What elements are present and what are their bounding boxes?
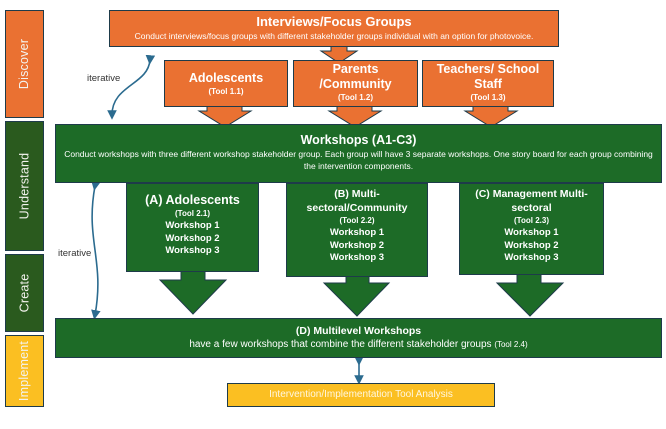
phase-create: Create xyxy=(5,254,44,332)
group-a-workshop-1: Workshop 1 xyxy=(165,220,220,231)
callout-group-c: (C) Management Multi- sectoral (Tool 2.3… xyxy=(459,183,604,275)
multilevel-title: (D) Multilevel Workshops xyxy=(295,325,422,337)
callout-adolescents-tool: (Tool 1.1) xyxy=(208,87,244,96)
interviews-focus-groups-box: Interviews/Focus Groups Conduct intervie… xyxy=(109,10,559,47)
iterative-label-1: iterative xyxy=(87,73,121,84)
iterative-arrow-understand-create xyxy=(91,180,101,320)
phase-implement: Implement xyxy=(5,335,44,407)
group-c-title-line2: sectoral xyxy=(511,202,552,214)
callout-parents-title-line2: /Community xyxy=(319,77,392,91)
group-a-tool: (Tool 2.1) xyxy=(175,209,210,218)
workshops-title: Workshops (A1-C3) xyxy=(300,133,417,147)
group-c-workshop-2: Workshop 2 xyxy=(504,239,559,251)
callout-adolescents-title: Adolescents xyxy=(188,71,264,85)
group-b-tool: (Tool 2.2) xyxy=(339,216,375,225)
group-b-title-line2: sectoral/Community xyxy=(306,202,408,214)
callout-adolescents: Adolescents (Tool 1.1) xyxy=(164,60,288,107)
analysis-label: Intervention/Implementation Tool Analysi… xyxy=(269,389,453,400)
group-c-workshop-1: Workshop 1 xyxy=(504,227,559,238)
group-b-title-line1: (B) Multi- xyxy=(334,188,380,200)
phase-discover: Discover xyxy=(5,10,44,118)
callout-teachers-title-line1: Teachers/ School xyxy=(436,62,540,76)
arrow-group-b-down xyxy=(322,274,391,317)
group-c-title-line1: (C) Management Multi- xyxy=(475,188,588,200)
workshops-box: Workshops (A1-C3) Conduct workshops with… xyxy=(55,124,662,183)
analysis-box: Intervention/Implementation Tool Analysi… xyxy=(227,383,495,407)
interviews-description: Conduct interviews/focus groups with dif… xyxy=(134,31,534,41)
callout-parents-title-line1: Parents xyxy=(332,62,379,76)
callout-teachers-title-line2: Staff xyxy=(474,77,502,91)
callout-parents-tool: (Tool 1.2) xyxy=(338,93,373,102)
workshops-description: Conduct workshops with three different w… xyxy=(64,149,653,171)
callout-group-b: (B) Multi- sectoral/Community (Tool 2.2)… xyxy=(286,183,428,277)
multilevel-tool: (Tool 2.4) xyxy=(494,340,528,349)
iterative-label-2: iterative xyxy=(58,248,92,259)
group-b-workshop-2: Workshop 2 xyxy=(329,239,385,251)
group-b-workshop-1: Workshop 1 xyxy=(329,227,385,238)
arrow-group-a-down xyxy=(158,269,228,315)
callout-parents-community: Parents /Community (Tool 1.2) xyxy=(293,60,418,107)
multilevel-description: have a few workshops that combine the di… xyxy=(189,339,492,350)
group-a-workshop-2: Workshop 2 xyxy=(165,232,220,244)
interviews-title: Interviews/Focus Groups xyxy=(256,14,412,29)
group-c-workshop-3: Workshop 3 xyxy=(504,252,559,263)
callout-teachers-tool: (Tool 1.3) xyxy=(470,93,506,102)
group-a-workshop-3: Workshop 3 xyxy=(165,245,220,256)
group-b-workshop-3: Workshop 3 xyxy=(329,252,385,263)
phase-understand: Understand xyxy=(5,121,44,251)
arrow-group-c-down xyxy=(495,272,565,317)
callout-group-a: (A) Adolescents (Tool 2.1) Workshop 1 Wo… xyxy=(126,183,259,272)
callout-teachers-staff: Teachers/ School Staff (Tool 1.3) xyxy=(422,60,554,107)
multilevel-workshops-box: (D) Multilevel Workshops have a few work… xyxy=(55,318,662,358)
group-a-title: (A) Adolescents xyxy=(145,193,240,207)
iterative-arrow-discover-understand xyxy=(107,54,156,120)
group-c-tool: (Tool 2.3) xyxy=(514,216,549,225)
